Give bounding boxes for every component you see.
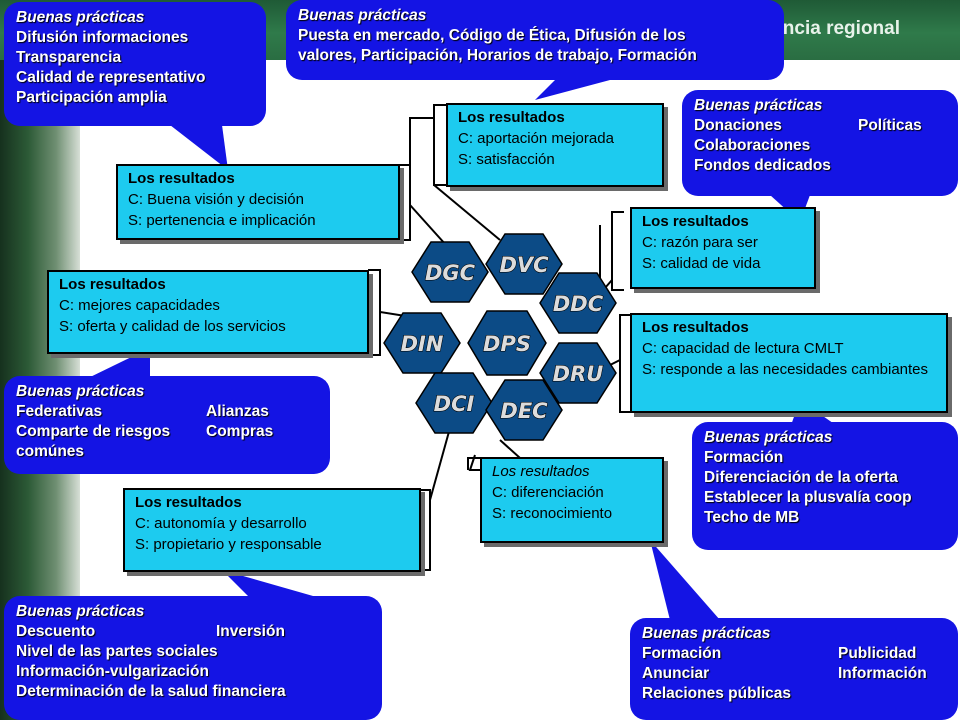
practices-line: Formación (642, 645, 722, 662)
practices-line: Nivel de las partes sociales (16, 643, 218, 660)
practices-line: valores, Participación, Horarios de trab… (298, 47, 697, 64)
results-s: S: satisfacción (458, 151, 555, 168)
results-heading: Los resultados (492, 463, 590, 480)
hexagon-dru (539, 342, 617, 404)
practices-line: Participación amplia (16, 89, 167, 106)
hexagon-din (383, 312, 461, 374)
practices-line: Relaciones públicas (642, 685, 792, 702)
practices-line: Información (838, 665, 927, 682)
practices-title: Buenas prácticas (16, 603, 145, 620)
hexagon-ddc (539, 272, 617, 334)
practices-line: Techo de MB (704, 509, 800, 526)
results-s: S: reconocimiento (492, 505, 613, 522)
results-c: C: mejores capacidades (59, 297, 220, 314)
results-c: C: autonomía y desarrollo (135, 515, 307, 532)
results-c: C: Buena visión y decisión (128, 191, 304, 208)
results-box-diferenciacion: Los resultados C: diferenciación S: reco… (480, 457, 664, 543)
results-s: S: responde a las necesidades cambiantes (642, 361, 929, 378)
hexagon-dec (485, 379, 563, 441)
results-box-autonomia: Los resultados C: autonomía y desarrollo… (123, 488, 421, 572)
practices-bubble-federativas: Buenas prácticas Federativas Comparte de… (4, 376, 330, 474)
results-box-capacidades: Los resultados C: mejores capacidades S:… (47, 270, 369, 354)
practices-line: Políticas (858, 117, 922, 134)
practices-line: Información-vulgarización (16, 663, 209, 680)
practices-line: Difusión informaciones (16, 29, 189, 46)
practices-line: Puesta en mercado, Código de Ética, Difu… (298, 27, 686, 44)
results-s: S: pertenencia e implicación (128, 212, 316, 229)
results-box-aportacion: Los resultados C: aportación mejorada S:… (446, 103, 664, 187)
practices-title: Buenas prácticas (16, 9, 145, 26)
hexagon-dgc (411, 241, 489, 303)
hexagon-dps (467, 310, 547, 376)
results-c: C: capacidad de lectura CMLT (642, 340, 844, 357)
practices-line: Descuento (16, 623, 96, 640)
results-c: C: razón para ser (642, 234, 758, 251)
practices-title: Buenas prácticas (694, 97, 823, 114)
practices-bubble-publicidad: Buenas prácticas Formación Anunciar Rela… (630, 618, 958, 720)
hexagon-label-dgc: DGC (425, 261, 476, 285)
practices-line: Compras (206, 423, 274, 440)
practices-line: Donaciones (694, 117, 782, 134)
practices-line: Federativas (16, 403, 103, 420)
practices-line: Diferenciación de la oferta (704, 469, 898, 486)
results-box-razon: Los resultados C: razón para ser S: cali… (630, 207, 816, 289)
practices-line: Inversión (216, 623, 285, 640)
hexagon-dvc (485, 233, 563, 295)
practices-line: Calidad de representativo (16, 69, 206, 86)
results-s: S: calidad de vida (642, 255, 761, 272)
results-c: C: diferenciación (492, 484, 604, 501)
hexagon-label-dec: DEC (500, 399, 548, 423)
practices-line: Comparte de riesgos (16, 423, 171, 440)
practices-line: Publicidad (838, 645, 917, 662)
results-heading: Los resultados (135, 494, 242, 511)
hexagon-label-dru: DRU (553, 362, 604, 386)
results-s: S: propietario y responsable (135, 536, 322, 553)
practices-title: Buenas prácticas (16, 383, 145, 400)
practices-title: Buenas prácticas (704, 429, 833, 446)
practices-title: Buenas prácticas (298, 7, 427, 24)
hexagon-label-ddc: DDC (553, 292, 604, 316)
practices-line: Establecer la plusvalía coop (704, 489, 912, 506)
results-heading: Los resultados (128, 170, 235, 187)
practices-line: Determinación de la salud financiera (16, 683, 286, 700)
practices-bubble-difusion: Buenas prácticas Difusión informaciones … (4, 2, 266, 126)
practices-line: comúnes (16, 443, 85, 460)
results-heading: Los resultados (642, 213, 749, 230)
hexagon-label-dci: DCI (434, 392, 475, 416)
results-heading: Los resultados (642, 319, 749, 336)
practices-bubble-mercado: Buenas prácticas Puesta en mercado, Códi… (286, 0, 784, 80)
practices-bubble-donaciones: Buenas prácticas Donaciones Colaboracion… (682, 90, 958, 196)
practices-line: Alianzas (206, 403, 269, 420)
hexagon-label-din: DIN (401, 332, 444, 356)
results-heading: Los resultados (59, 276, 166, 293)
results-box-vision: Los resultados C: Buena visión y decisió… (116, 164, 400, 240)
practices-line: Anunciar (642, 665, 710, 682)
results-s: S: oferta y calidad de los servicios (59, 318, 286, 335)
results-c: C: aportación mejorada (458, 130, 614, 147)
hexagon-label-dps: DPS (483, 332, 531, 356)
practices-line: Transparencia (16, 49, 122, 66)
results-box-lectura: Los resultados C: capacidad de lectura C… (630, 313, 948, 413)
results-heading: Los resultados (458, 109, 565, 126)
page-title: ncia regional (782, 18, 900, 39)
practices-line: Formación (704, 449, 784, 466)
hexagon-label-dvc: DVC (499, 253, 549, 277)
practices-title: Buenas prácticas (642, 625, 771, 642)
practices-bubble-formacion: Buenas prácticas Formación Diferenciació… (692, 422, 958, 550)
practices-line: Colaboraciones (694, 137, 811, 154)
practices-line: Fondos dedicados (694, 157, 831, 174)
practices-bubble-descuento: Buenas prácticas Descuento Inversión Niv… (4, 596, 382, 720)
